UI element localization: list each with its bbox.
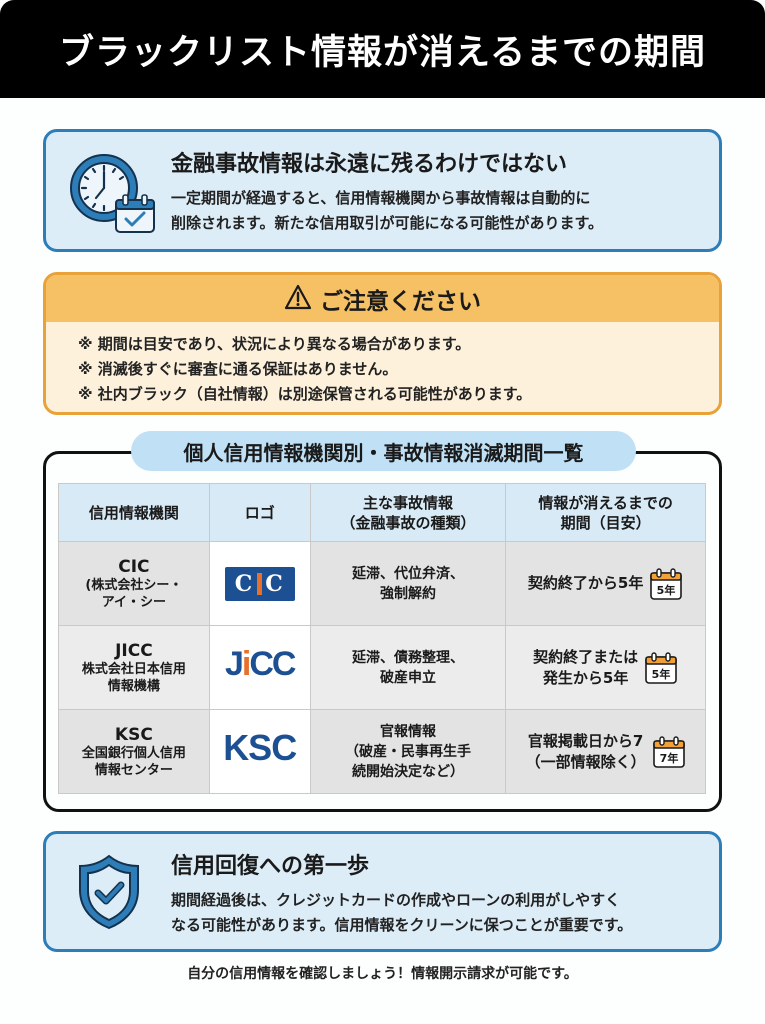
warning-list: ※ 期間は目安であり、状況により異なる場合があります。 ※ 消滅後すぐに審査に通… xyxy=(46,322,719,407)
warning-item: ※ 社内ブラック（自社情報）は別途保管される可能性があります。 xyxy=(78,385,532,403)
info-card-title: 金融事故情報は永遠に残るわけではない xyxy=(171,152,568,177)
period-cell: 官報掲載日から7 （一部情報除く） 7年 xyxy=(505,709,706,794)
calendar-icon: 5年 xyxy=(649,567,683,601)
table-row: KSC 全国銀行個人信用 情報センター KSC 官報情報 （破産・民事再生手 続… xyxy=(58,709,706,794)
agency-cell: JICC 株式会社日本信用 情報機構 xyxy=(58,625,210,710)
recovery-card-body-line: なる可能性があります。信用情報をクリーンに保つことが重要です。 xyxy=(171,916,633,934)
svg-text:7年: 7年 xyxy=(659,751,678,765)
info-card-body: 一定期間が経過すると、信用情報機関から事故情報は自動的に 削除されます。新たな信… xyxy=(171,186,705,236)
ksc-logo: KSC xyxy=(223,726,297,768)
incident-cell: 延滞、債務整理、 破産申立 xyxy=(309,625,507,710)
period-cell: 契約終了から5年 5年 xyxy=(505,541,706,626)
info-card-body-line: 一定期間が経過すると、信用情報機関から事故情報は自動的に xyxy=(171,189,591,207)
page-title: ブラックリスト情報が消えるまでの期間 xyxy=(59,32,706,73)
calendar-icon: 5年 xyxy=(644,651,678,685)
page-header: ブラックリスト情報が消えるまでの期間 xyxy=(0,0,765,98)
logo-cell: JiCC xyxy=(208,625,311,710)
svg-text:5年: 5年 xyxy=(657,583,676,597)
clock-calendar-check-icon xyxy=(68,150,158,236)
agency-table-caption: 個人信用情報機関別・事故情報消滅期間一覧 xyxy=(131,431,636,471)
header-period: 情報が消えるまでの 期間（目安） xyxy=(505,483,706,542)
table-header-row: 信用情報機関 ロゴ 主な事故情報 （金融事故の種類） 情報が消えるまでの 期間（… xyxy=(58,483,706,542)
recovery-card: 信用回復への第一歩 期間経過後は、クレジットカードの作成やローンの利用がしやすく… xyxy=(43,831,722,952)
info-card: 金融事故情報は永遠に残るわけではない 一定期間が経過すると、信用情報機関から事故… xyxy=(43,129,722,252)
shield-check-icon xyxy=(74,852,144,932)
warning-item: ※ 期間は目安であり、状況により異なる場合があります。 xyxy=(78,335,471,353)
footer-note: 自分の信用情報を確認しましょう！情報開示請求が可能です。 xyxy=(187,966,578,982)
header-agency: 信用情報機関 xyxy=(58,483,210,542)
warning-item: ※ 消滅後すぐに審査に通る保証はありません。 xyxy=(78,360,398,378)
jicc-logo: JiCC xyxy=(224,645,296,683)
recovery-card-body: 期間経過後は、クレジットカードの作成やローンの利用がしやすく なる可能性がありま… xyxy=(171,888,705,938)
agency-cell: KSC 全国銀行個人信用 情報センター xyxy=(58,709,210,794)
incident-cell: 官報情報 （破産・民事再生手 続開始決定など） xyxy=(309,709,507,794)
recovery-card-title: 信用回復への第一歩 xyxy=(171,854,370,879)
calendar-icon: 7年 xyxy=(652,735,686,769)
info-card-body-line: 削除されます。新たな信用取引が可能になる可能性があります。 xyxy=(171,214,604,232)
logo-cell: KSC xyxy=(208,709,311,794)
table-row: JICC 株式会社日本信用 情報機構 JiCC 延滞、債務整理、 破産申立 契約… xyxy=(58,625,706,710)
svg-text:5年: 5年 xyxy=(652,667,671,681)
incident-cell: 延滞、代位弁済、 強制解約 xyxy=(309,541,507,626)
recovery-card-body-line: 期間経過後は、クレジットカードの作成やローンの利用がしやすく xyxy=(171,891,621,909)
header-logo: ロゴ xyxy=(208,483,311,542)
warning-box: ご注意ください ※ 期間は目安であり、状況により異なる場合があります。 ※ 消滅… xyxy=(43,272,722,415)
warning-header: ご注意ください xyxy=(46,275,719,322)
warning-title: ご注意ください xyxy=(320,288,481,315)
agency-table: 信用情報機関 ロゴ 主な事故情報 （金融事故の種類） 情報が消えるまでの 期間（… xyxy=(58,483,706,794)
header-incident: 主な事故情報 （金融事故の種類） xyxy=(309,483,507,542)
period-cell: 契約終了または 発生から5年 5年 xyxy=(505,625,706,710)
agency-cell: CIC (株式会社シー・ アイ・シー xyxy=(58,541,210,626)
warning-triangle-icon xyxy=(284,284,312,314)
